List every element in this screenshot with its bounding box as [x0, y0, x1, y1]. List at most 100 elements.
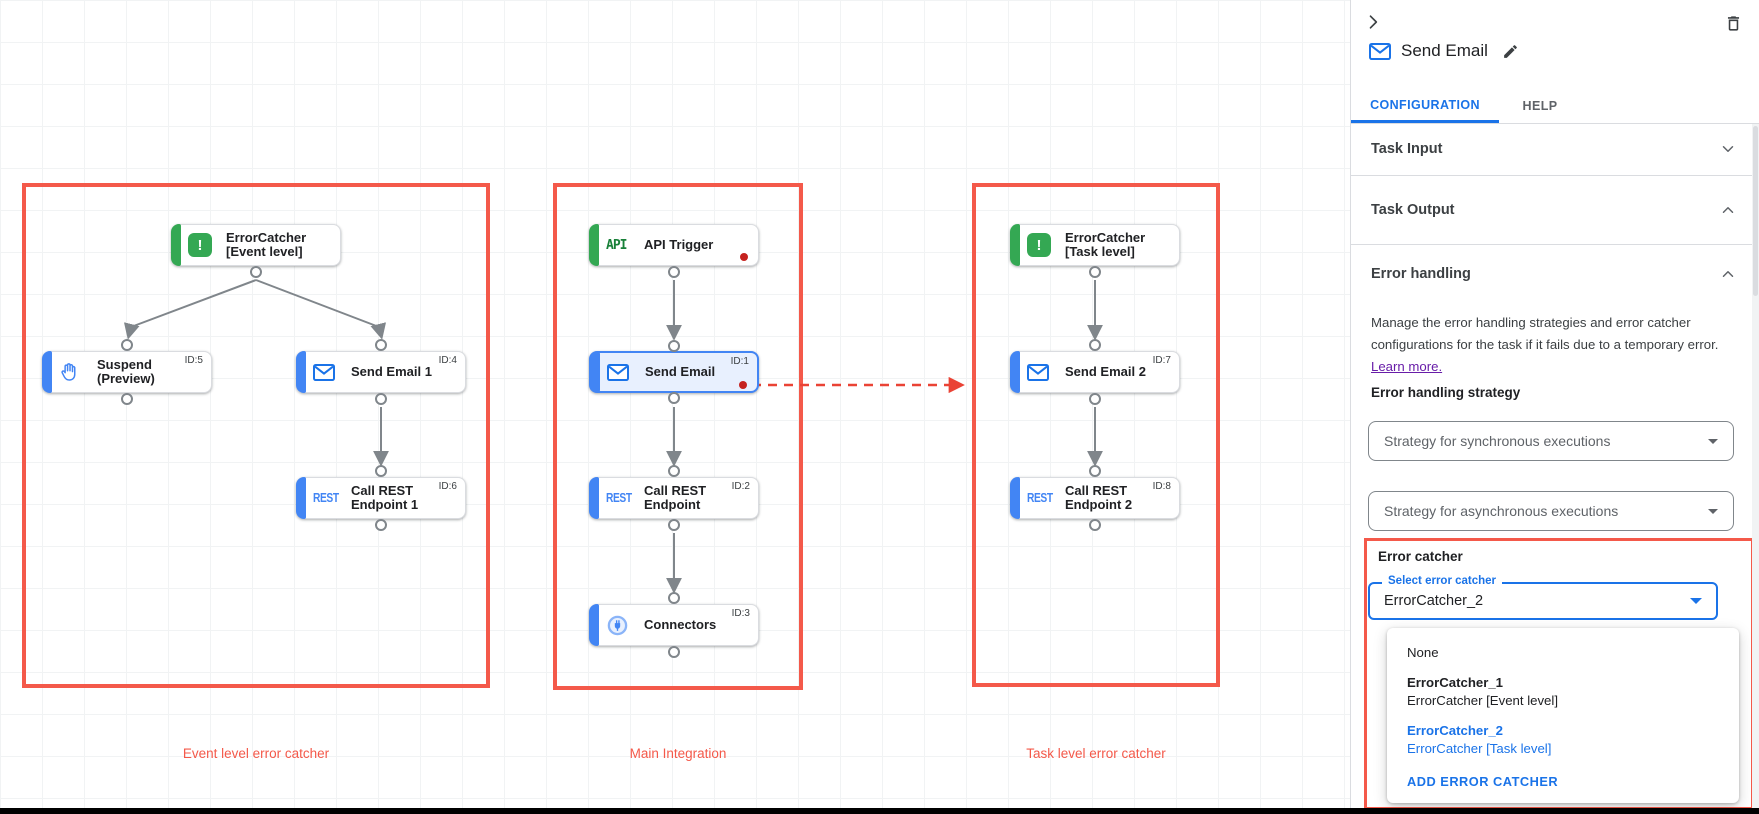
scrollbar-thumb[interactable]: [1753, 126, 1758, 296]
node-accent-bar: [589, 604, 599, 646]
input-port[interactable]: [668, 465, 680, 477]
error-catcher-icon: !: [188, 233, 218, 257]
output-port[interactable]: [668, 392, 680, 404]
node-suspend[interactable]: Suspend(Preview) ID:5: [42, 339, 212, 405]
node-send-email-1[interactable]: Send Email 1 ID:4: [296, 339, 466, 405]
node-accent-bar: [42, 351, 52, 393]
input-port[interactable]: [1089, 465, 1101, 477]
selected-error-catcher: ErrorCatcher_2: [1384, 593, 1484, 609]
section-label: Error handling: [1371, 265, 1471, 282]
menu-item-none[interactable]: None: [1407, 645, 1439, 660]
caption-main-integration: Main Integration: [629, 746, 727, 761]
output-port[interactable]: [250, 266, 262, 278]
group-box-event-level: [22, 183, 490, 688]
node-label: API Trigger: [644, 237, 714, 252]
error-dot-send-email: [739, 381, 747, 389]
input-port[interactable]: [668, 340, 680, 352]
task-config-panel: Send Email CONFIGURATION HELP Task Input…: [1350, 0, 1759, 814]
section-task-input[interactable]: Task Input: [1351, 123, 1759, 176]
node-label: Send Email 2: [1065, 364, 1146, 379]
error-handling-description: Manage the error handling strategies and…: [1371, 315, 1719, 374]
chevron-down-icon: [1722, 146, 1734, 152]
node-accent-bar: [590, 352, 600, 392]
connectors-icon: [606, 614, 636, 637]
node-id-badge: ID:2: [731, 481, 750, 492]
api-icon: API: [606, 237, 628, 253]
section-error-handling[interactable]: Error handling: [1351, 245, 1759, 302]
node-label: Send Email 1: [351, 364, 432, 379]
node-label: ErrorCatcher: [226, 230, 307, 245]
menu-item-errorcatcher-2[interactable]: ErrorCatcher_2 ErrorCatcher [Task level]: [1407, 723, 1552, 756]
add-error-catcher-button[interactable]: ADD ERROR CATCHER: [1407, 774, 1559, 789]
input-port[interactable]: [375, 465, 387, 477]
chevron-up-icon: [1722, 207, 1734, 213]
panel-title: Send Email: [1401, 41, 1488, 60]
error-dot-api-trigger: [740, 253, 748, 261]
rest-icon: REST: [1027, 491, 1053, 505]
error-catcher-highlight-box: Error catcher Select error catcher Error…: [1364, 538, 1754, 810]
tab-configuration[interactable]: CONFIGURATION: [1351, 89, 1499, 123]
chevron-up-icon: [1722, 270, 1734, 277]
output-port[interactable]: [668, 646, 680, 658]
input-port[interactable]: [375, 339, 387, 351]
node-errorcatcher-task-level[interactable]: ! ErrorCatcher[Task level]: [1010, 224, 1180, 278]
collapse-panel-button[interactable]: [1361, 10, 1385, 34]
output-port[interactable]: [668, 519, 680, 531]
node-label: Call REST: [1065, 483, 1128, 498]
output-port[interactable]: [375, 393, 387, 405]
panel-tabs: CONFIGURATION HELP: [1351, 89, 1759, 124]
sync-strategy-select[interactable]: Strategy for synchronous executions: [1368, 421, 1734, 461]
output-port[interactable]: [1089, 266, 1101, 278]
node-errorcatcher-event-level[interactable]: ! ErrorCatcher[Event level]: [171, 224, 341, 278]
menu-item-errorcatcher-1[interactable]: ErrorCatcher_1 ErrorCatcher [Event level…: [1407, 675, 1558, 708]
node-accent-bar: [1010, 351, 1020, 393]
dropdown-caret-icon: [1708, 508, 1718, 514]
email-icon: [313, 363, 343, 381]
node-accent-bar: [171, 224, 181, 266]
input-port[interactable]: [1089, 339, 1101, 351]
error-handling-strategy-label: Error handling strategy: [1371, 385, 1521, 400]
node-id-badge: ID:6: [438, 481, 457, 492]
output-port[interactable]: [1089, 519, 1101, 531]
input-port[interactable]: [121, 339, 133, 351]
node-id-badge: ID:5: [184, 355, 203, 366]
error-catcher-select[interactable]: Select error catcher ErrorCatcher_2: [1368, 575, 1718, 620]
panel-scrollbar[interactable]: [1752, 124, 1759, 808]
select-floating-label: Select error catcher: [1382, 575, 1503, 587]
email-icon: [1027, 363, 1057, 381]
node-api-trigger[interactable]: API API Trigger: [589, 224, 759, 278]
output-port[interactable]: [375, 519, 387, 531]
output-port[interactable]: [121, 393, 133, 405]
node-accent-bar: [589, 477, 599, 519]
node-accent-bar: [296, 351, 306, 393]
edit-pencil-icon[interactable]: [1502, 43, 1519, 60]
output-port[interactable]: [668, 266, 680, 278]
bottom-black-bar: [0, 808, 1759, 814]
node-label: Send Email: [645, 364, 716, 379]
dropdown-caret-icon: [1690, 598, 1702, 604]
input-port[interactable]: [668, 592, 680, 604]
output-port[interactable]: [1089, 393, 1101, 405]
async-strategy-select[interactable]: Strategy for asynchronous executions: [1368, 491, 1734, 531]
error-catcher-icon: !: [1027, 233, 1057, 257]
section-label: Task Output: [1371, 202, 1455, 218]
node-id-badge: ID:8: [1152, 481, 1171, 492]
node-label: Connectors: [644, 617, 717, 632]
node-connectors[interactable]: Connectors ID:3: [589, 592, 759, 658]
node-label: Suspend: [97, 357, 152, 372]
node-accent-bar: [296, 477, 306, 519]
node-id-badge: ID:7: [1152, 355, 1171, 366]
node-send-email-2[interactable]: Send Email 2 ID:7: [1010, 339, 1180, 405]
learn-more-link[interactable]: Learn more.: [1371, 359, 1443, 374]
delete-task-button[interactable]: [1721, 11, 1745, 35]
tab-help[interactable]: HELP: [1522, 99, 1558, 113]
section-task-output[interactable]: Task Output: [1351, 176, 1759, 245]
integration-canvas: ! ErrorCatcher[Event level] Suspend(Prev…: [0, 0, 1350, 808]
node-send-email-selected[interactable]: Send Email ID:1: [589, 340, 759, 404]
error-catcher-label: Error catcher: [1378, 549, 1463, 564]
rest-icon: REST: [606, 491, 632, 505]
caption-task-level: Task level error catcher: [1026, 746, 1166, 761]
